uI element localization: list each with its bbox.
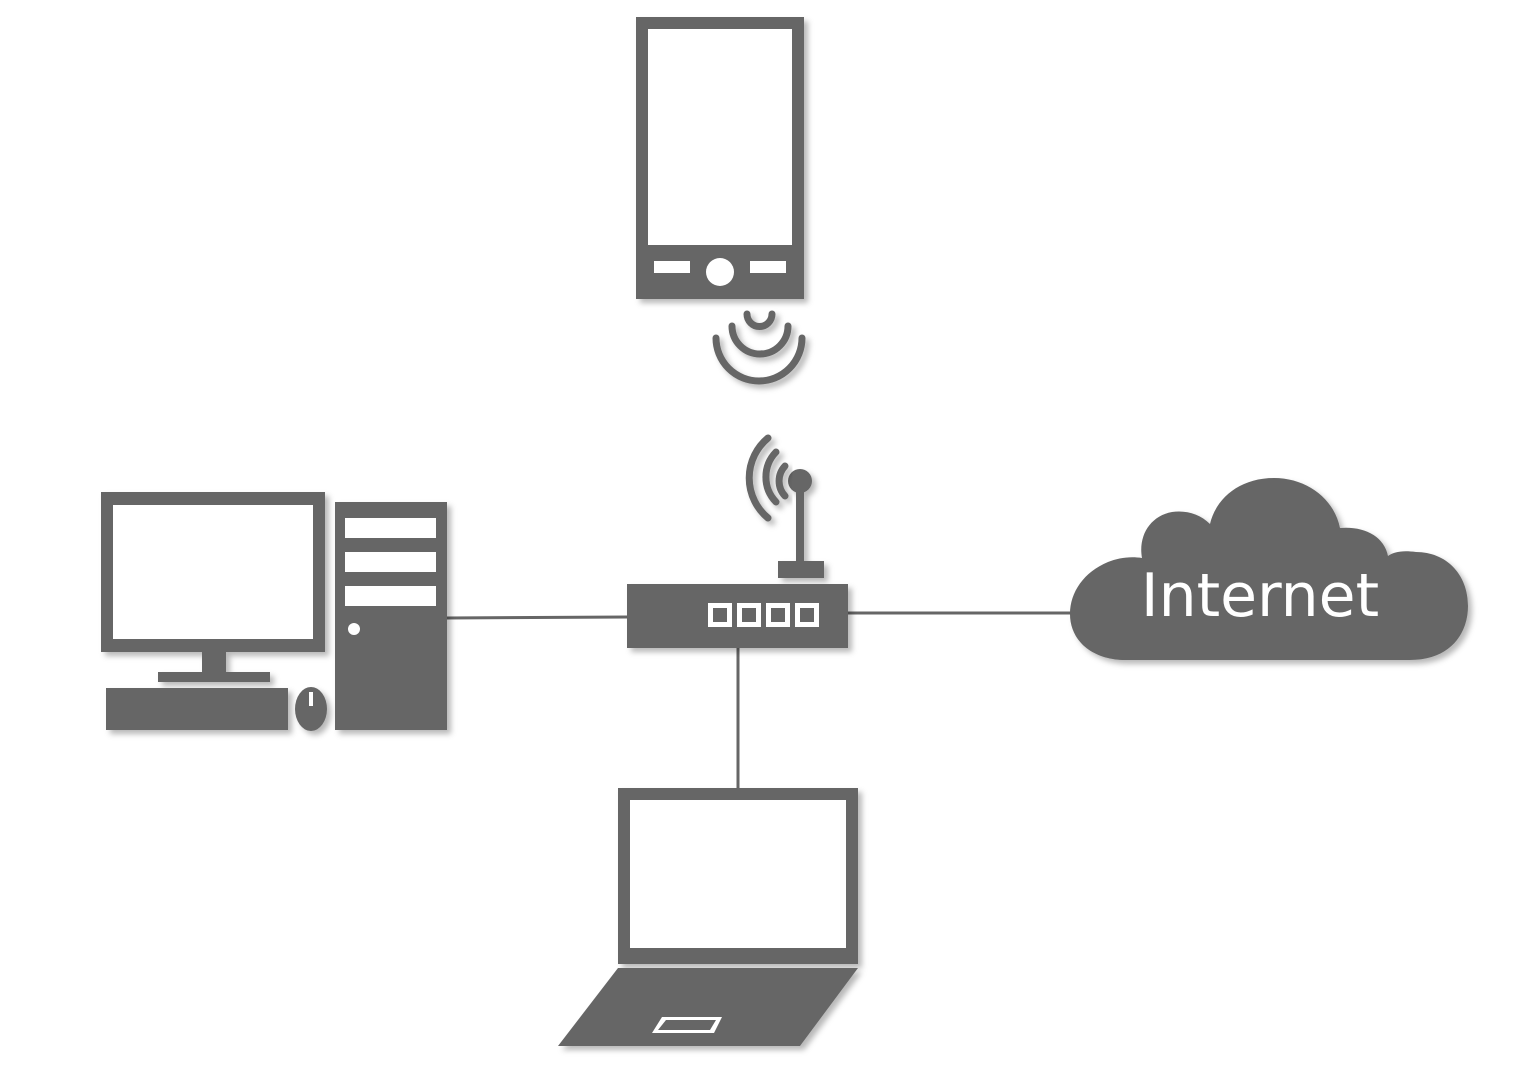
wifi-signal-icon <box>712 310 806 385</box>
desktop-monitor-neck <box>202 652 226 674</box>
desktop-drive-bay <box>345 552 436 572</box>
router-antenna-base <box>778 561 824 578</box>
router-antenna-tip <box>788 469 812 493</box>
smartphone-right-key <box>750 261 786 273</box>
laptop-trackpad-inner <box>658 1020 716 1030</box>
router-wifi-signal-icon <box>745 434 789 522</box>
desktop-mouse-divider <box>309 692 313 706</box>
desktop-monitor-stand <box>158 672 270 682</box>
laptop-icon <box>558 788 858 1046</box>
desktop-mouse <box>295 687 327 731</box>
connection-lines <box>445 611 1072 788</box>
desktop-drive-bay <box>345 586 436 606</box>
router-antenna <box>796 486 804 564</box>
cloud-label: Internet <box>1141 561 1379 631</box>
smartphone-home-button <box>706 258 734 286</box>
smartphone-screen <box>648 29 792 245</box>
desktop-tower <box>335 502 447 730</box>
desktop-router-link <box>445 615 629 620</box>
laptop-screen <box>630 800 846 948</box>
desktop-monitor-screen <box>113 505 313 639</box>
desktop-power-button <box>348 623 360 635</box>
desktop-drive-bay <box>345 518 436 538</box>
wireless-router-icon <box>627 469 848 648</box>
laptop-base <box>558 968 858 1046</box>
smartphone-left-key <box>654 261 690 273</box>
desktop-computer-icon <box>101 492 447 731</box>
cloud-shape <box>1070 478 1468 660</box>
desktop-keyboard <box>106 688 288 730</box>
internet-cloud-icon: Internet <box>1070 478 1468 660</box>
router-port-holes <box>713 608 814 622</box>
smartphone-icon <box>636 17 804 299</box>
